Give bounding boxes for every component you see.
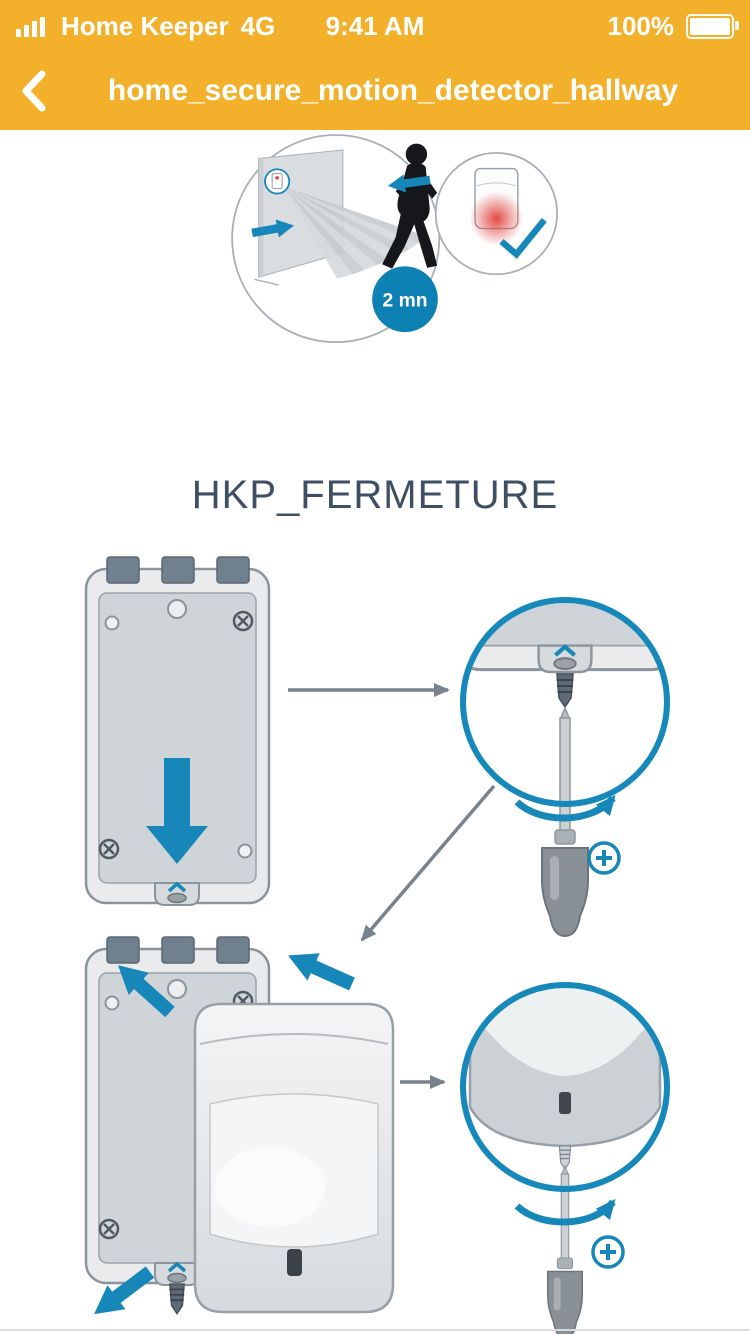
battery-percent-label: 100% [607,10,675,41]
alert-glow [469,191,524,246]
timer-label: 2 mn [383,290,428,311]
status-right: 100% [607,10,739,42]
front-cover [193,1002,395,1314]
cover-assembly-step2 [84,935,395,1327]
status-left: Home Keeper 4G [16,11,275,42]
section-title-wrap: HKP_FERMETURE [0,450,750,540]
rotate-clockwise-arrow [514,1198,616,1226]
network-label: 4G [240,10,276,41]
status-bar: Home Keeper 4G 9:41 AM 100% [0,0,750,52]
manual-scroll-area[interactable]: 2 mn HKP_FERMETURE [0,130,750,1334]
screw-icon [168,1283,186,1315]
screw-zoom-step2 [460,982,670,1334]
screw-zoom-step1 [460,597,670,937]
chevron-left-icon [22,70,46,112]
timer-badge: 2 mn [372,266,438,333]
back-button[interactable] [0,52,66,130]
screw-icon [558,1145,572,1171]
page-bottom-divider [0,1329,750,1331]
detection-beams [283,186,427,279]
battery-full-icon [686,13,739,39]
check-icon [499,217,547,259]
rotate-clockwise-arrow [514,794,616,822]
closing-steps-illustration [84,555,670,1334]
detection-illustration: 2 mn [231,134,559,344]
cellular-signal-icon [16,16,45,37]
clock-label: 9:41 AM [325,10,425,41]
section-title: HKP_FERMETURE [191,472,559,517]
slide-down-arrow [146,758,208,864]
slide-left-arrow [281,941,359,998]
carrier-label: Home Keeper [61,10,229,41]
detector-alert-zoom [434,151,559,276]
phillips-head-icon [591,1235,625,1269]
phillips-head-icon [587,841,621,875]
back-plate-step1 [84,555,271,907]
motion-detector-on-wall-icon [264,168,291,195]
cover-slot [287,1249,302,1276]
navigation-bar: home_secure_motion_detector_hallway [0,52,750,130]
connector-arrow-diagonal [360,784,496,942]
cover-slot [559,1092,571,1114]
page-title: home_secure_motion_detector_hallway [107,74,679,107]
